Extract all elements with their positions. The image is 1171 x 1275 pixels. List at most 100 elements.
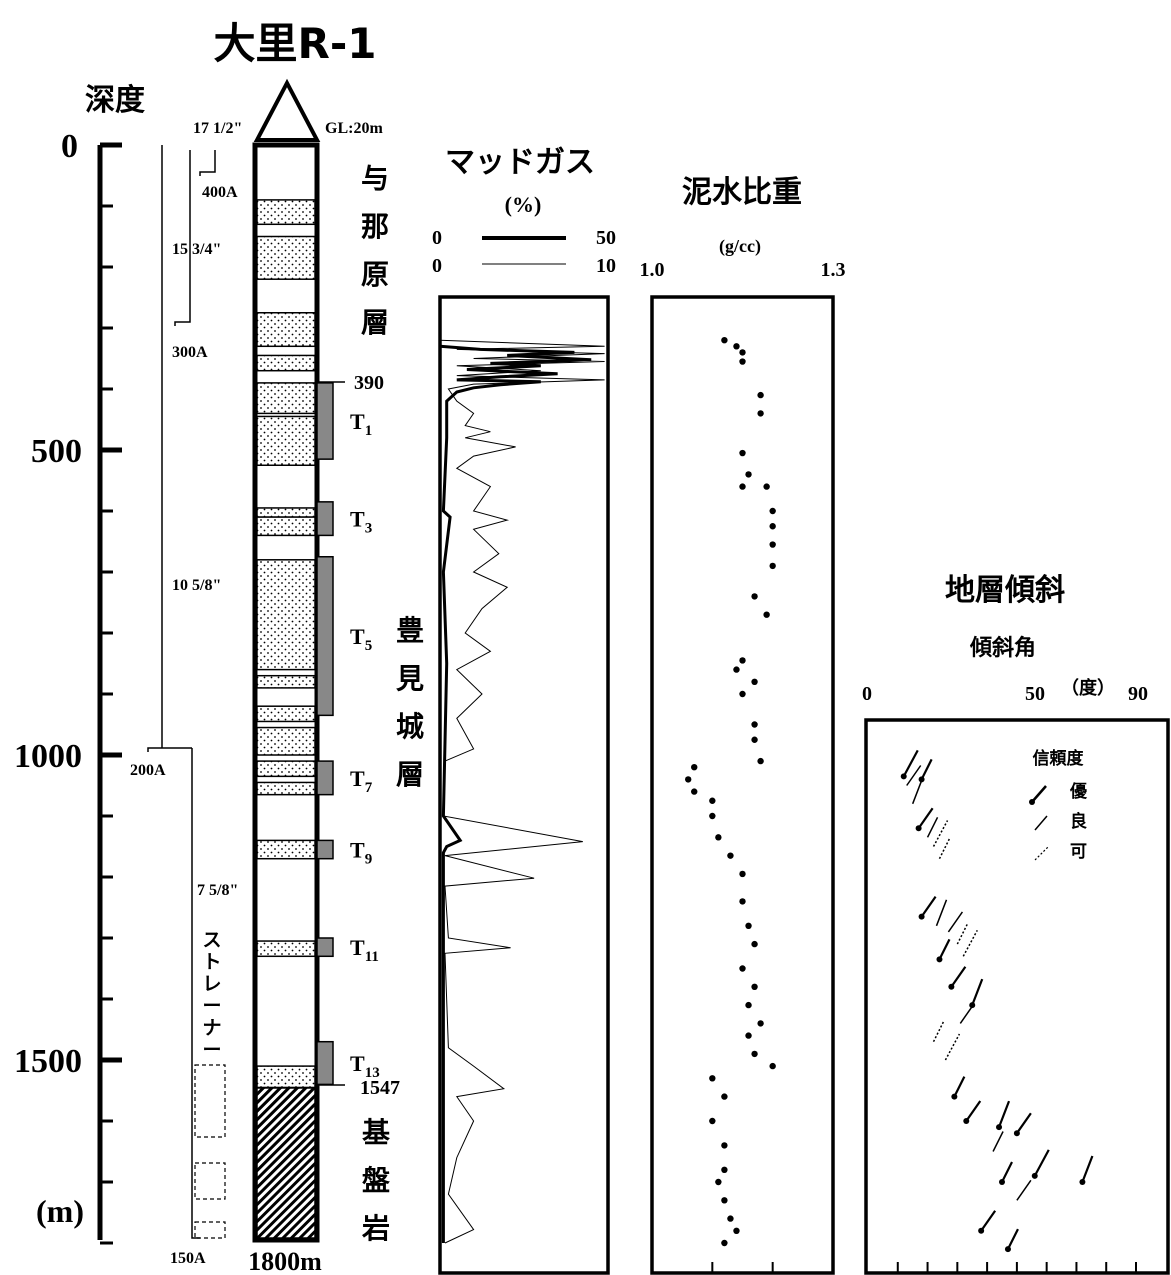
dip-legend: 信頼度 優 良 可: [1029, 748, 1088, 862]
strainer-label-char: ー: [202, 995, 221, 1017]
depth-tick-label: 500: [31, 433, 82, 470]
gas-thick-max: 50: [596, 227, 616, 249]
formation-label-char: 層: [396, 758, 424, 791]
formation-label-char: 与: [361, 162, 389, 195]
sand-layer: [256, 354, 316, 372]
depth-unit-label: (m): [36, 1193, 84, 1229]
legend-entry: 良: [1070, 811, 1087, 832]
density-point: [709, 797, 716, 804]
density-point: [739, 690, 746, 698]
density-point: [769, 541, 776, 548]
dip-mark-dot: [999, 1179, 1005, 1185]
depth-tick-labels: 0 500 1000 1500: [14, 128, 82, 1080]
legend-entry: 可: [1070, 842, 1087, 862]
dip-mark: [1006, 1228, 1019, 1250]
dip-mark: [965, 1100, 982, 1122]
dip-mark: [906, 765, 922, 786]
strainer-box: [194, 1064, 226, 1138]
sand-layer: [256, 726, 316, 756]
density-point: [739, 870, 746, 878]
density-point: [757, 1020, 764, 1027]
dip-mark: [917, 807, 934, 829]
density-point: [715, 834, 722, 841]
sand-layer: [256, 559, 316, 671]
sand-layer: [256, 415, 316, 467]
density-point: [751, 678, 758, 685]
dip-plot-frame: [864, 718, 1170, 1275]
sand-layer: [256, 674, 316, 689]
legend-ok-line: [1034, 815, 1048, 831]
strainer-label-char: ト: [202, 951, 221, 973]
test-interval-bar: [316, 839, 334, 860]
density-point: [763, 611, 770, 618]
test-interval-label: T3: [350, 507, 372, 537]
dip-mark: [902, 749, 919, 777]
dip-mark: [971, 978, 984, 1006]
dip-mark: [1081, 1155, 1094, 1183]
density-tick-min: 1.0: [640, 259, 665, 281]
depth-ticks: [100, 142, 122, 1245]
dip-mark: [926, 817, 939, 838]
density-point: [709, 1117, 716, 1125]
dip-tick-50: 50: [1025, 683, 1045, 705]
density-point: [745, 471, 752, 478]
formation-label-char: 豊: [396, 614, 424, 647]
density-point: [733, 1227, 740, 1235]
density-tick-max: 1.3: [821, 259, 846, 281]
mud-gas-panel: マッドガス (%) 0 50 0 10: [432, 145, 616, 1275]
derrick-icon: [253, 78, 321, 142]
test-interval-bar: [316, 937, 334, 958]
density-points: [685, 337, 776, 1247]
density-point: [739, 657, 746, 664]
sand-layers: [256, 199, 316, 1089]
dip-mark: [932, 820, 949, 847]
casing-10-line: [147, 145, 192, 752]
dip-mark: [911, 777, 924, 805]
dip-mark: [992, 1131, 1004, 1152]
ground-level-label: GL:20m: [325, 120, 383, 137]
density-point: [739, 483, 746, 490]
test-interval-label: T13: [350, 1051, 380, 1081]
sand-layer: [256, 705, 316, 723]
dip-tick-90: 90: [1128, 683, 1148, 705]
depth-marker-label: 390: [354, 372, 384, 394]
density-point: [721, 337, 728, 344]
casing-pipe-label: 400A: [202, 184, 238, 201]
dip-mark-dot: [1079, 1179, 1086, 1185]
dip-mark-dot: [1031, 1172, 1038, 1179]
test-interval-label: T9: [350, 838, 372, 868]
dip-mark: [1016, 1179, 1032, 1201]
density-point: [709, 1075, 716, 1082]
legend-fair-line: [1034, 845, 1050, 861]
formation-label-char: 基: [362, 1116, 390, 1149]
legend-entry: 優: [1069, 781, 1088, 802]
density-point: [751, 736, 758, 743]
legend-good-dot: [1029, 799, 1035, 805]
casing-pipe-label: 300A: [172, 344, 208, 361]
formation-label-char: 城: [396, 710, 424, 743]
basement-layer: [256, 1087, 316, 1239]
dip-mark-dot: [951, 1093, 958, 1100]
dip-panel: 地層傾斜 傾斜角 0 50 （度） 90 信頼度 優 良 可: [862, 573, 1170, 1275]
dip-mark: [920, 896, 937, 918]
density-point: [721, 1142, 728, 1149]
casing-7-line: [191, 748, 200, 1239]
dip-mark: [935, 899, 948, 927]
depth-marker-label: 1547: [360, 1077, 400, 1099]
density-point: [691, 788, 698, 795]
dip-mark-dot: [978, 1227, 985, 1234]
mud-gas-unit: (%): [505, 192, 542, 217]
formation-label-char: 岩: [361, 1212, 390, 1245]
density-point: [751, 940, 758, 948]
dip-mark: [947, 911, 964, 933]
density-point: [739, 965, 746, 972]
density-point: [763, 483, 770, 490]
casing-size-label: 15 3/4": [172, 241, 221, 258]
dip-mark: [938, 938, 951, 960]
dip-mark: [944, 1033, 961, 1061]
dip-subtitle: 傾斜角: [969, 635, 1036, 661]
depth-tick-label: 1500: [14, 1043, 82, 1080]
density-point: [745, 1001, 752, 1009]
depth-tick-label: 0: [61, 128, 78, 165]
